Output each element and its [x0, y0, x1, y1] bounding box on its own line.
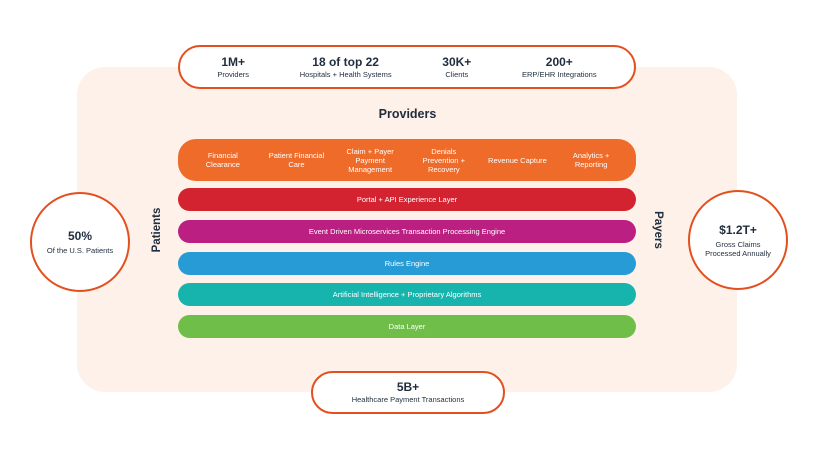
- service-revenue-capture: Revenue Capture: [488, 155, 547, 165]
- providers-heading: Providers: [378, 107, 437, 121]
- layer-portal-api: Portal + API Experience Layer: [178, 188, 636, 211]
- stat-providers: 1M+ Providers: [217, 55, 249, 80]
- stat-value: 5B+: [396, 380, 420, 394]
- payers-stat-circle: $1.2T+ Gross Claims Processed Annually: [688, 190, 788, 290]
- patients-stat-circle: 50% Of the U.S. Patients: [30, 192, 130, 292]
- payers-label: Payers: [652, 211, 664, 249]
- stat-label: Healthcare Payment Transactions: [351, 395, 465, 404]
- bottom-stat-bar: 5B+ Healthcare Payment Transactions: [311, 371, 505, 414]
- top-stats-bar: 1M+ Providers 18 of top 22 Hospitals + H…: [178, 45, 636, 89]
- service-financial-clearance: Financial Clearance: [205, 151, 240, 169]
- stat-label: Providers: [217, 69, 250, 79]
- stat-integrations: 200+ ERP/EHR Integrations: [522, 55, 597, 80]
- stat-clients: 30K+ Clients: [442, 55, 471, 80]
- stat-hospitals: 18 of top 22 Hospitals + Health Systems: [300, 55, 392, 80]
- stat-label: ERP/EHR Integrations: [521, 69, 597, 79]
- service-denials-prevention: Denials Prevention + Recovery: [422, 146, 465, 174]
- circle-label: Of the U.S. Patients: [46, 246, 114, 255]
- layer-data: Data Layer: [178, 315, 636, 338]
- service-patient-financial-care: Patient Financial Care: [268, 151, 325, 169]
- stat-label: Hospitals + Health Systems: [299, 69, 392, 79]
- circle-label: Gross Claims Processed Annually: [705, 239, 771, 258]
- patients-label: Patients: [151, 207, 163, 253]
- service-claim-payer-payment: Claim + Payer Payment Management: [346, 146, 394, 174]
- stat-value: 18 of top 22: [312, 54, 379, 69]
- layer-microservices: Event Driven Microservices Transaction P…: [178, 220, 636, 243]
- provider-services-bar: Financial Clearance Patient Financial Ca…: [178, 139, 636, 181]
- stat-value: 200+: [545, 54, 573, 69]
- stat-label: Clients: [445, 69, 469, 79]
- service-analytics-reporting: Analytics + Reporting: [572, 151, 610, 169]
- layer-ai-algorithms: Artificial Intelligence + Proprietary Al…: [178, 283, 636, 306]
- stat-value: 1M+: [221, 54, 246, 69]
- stat-value: 30K+: [442, 54, 472, 69]
- layer-rules-engine: Rules Engine: [178, 252, 636, 275]
- circle-value: 50%: [67, 229, 93, 243]
- circle-value: $1.2T+: [719, 222, 757, 237]
